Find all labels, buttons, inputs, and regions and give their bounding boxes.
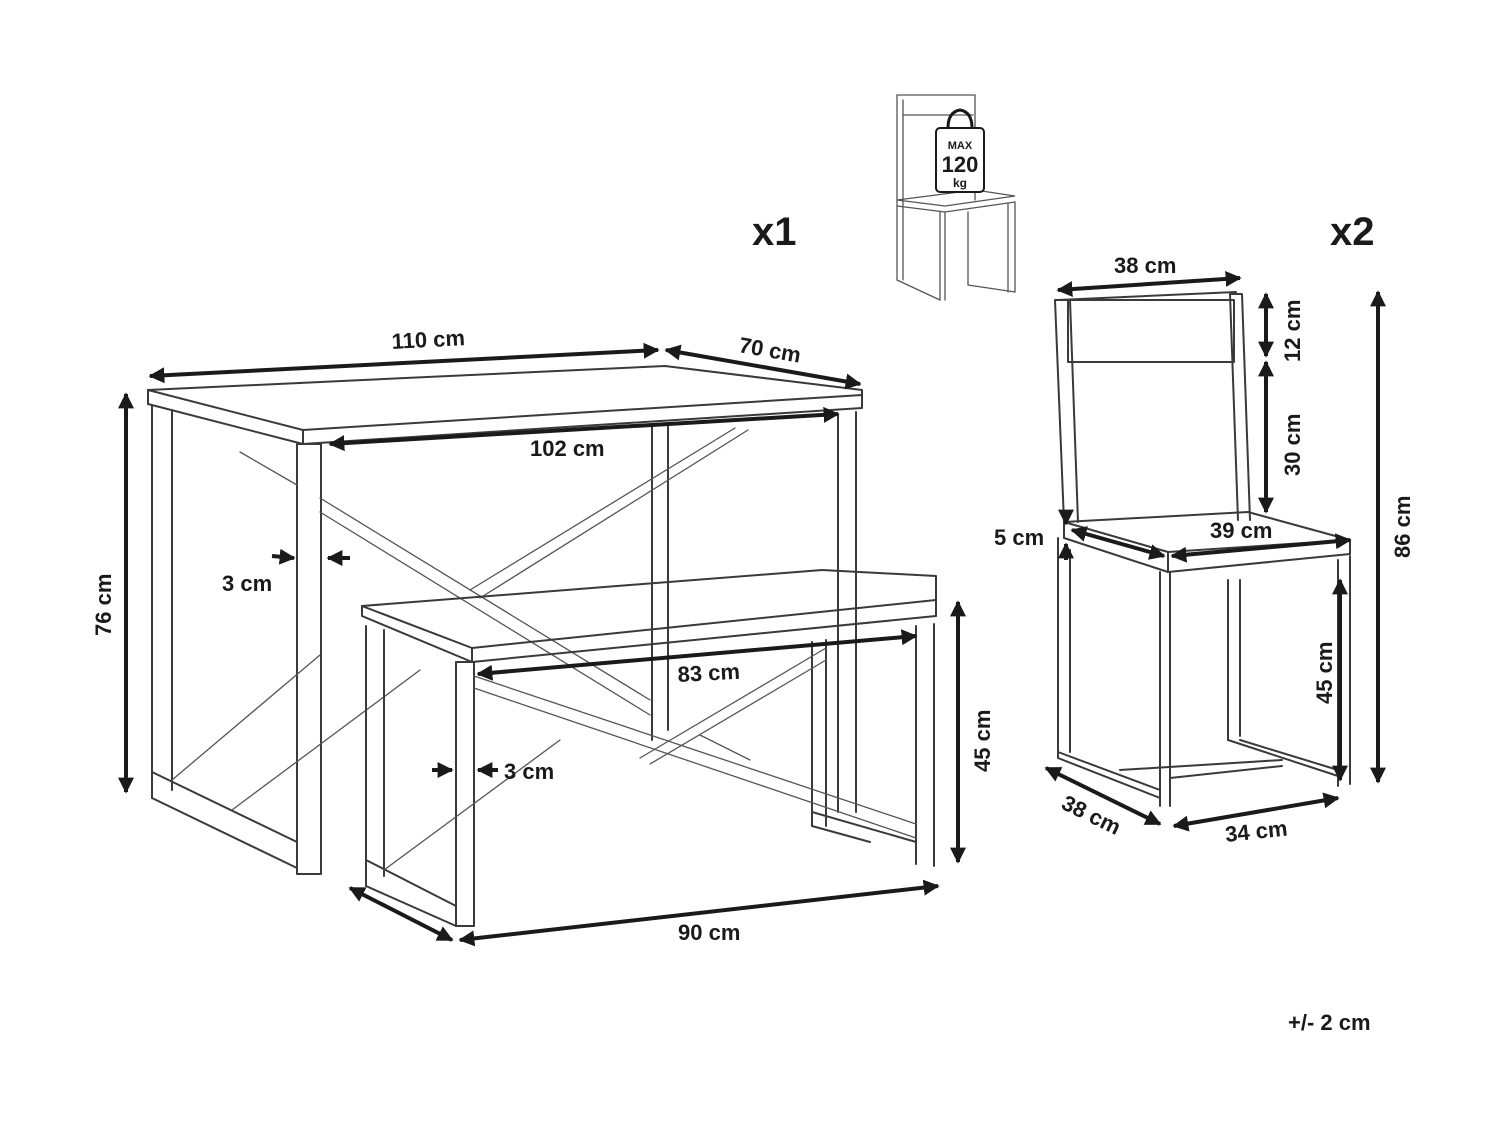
weight-unit: kg xyxy=(953,176,967,190)
chair-back-gap-label: 30 cm xyxy=(1280,414,1305,476)
chair-back-width-label: 38 cm xyxy=(1114,253,1176,278)
dimension-lines xyxy=(118,270,1386,947)
weight-value: 120 xyxy=(942,152,979,177)
table-set-quantity: x1 xyxy=(752,210,797,254)
chair-back-top-label: 12 cm xyxy=(1280,300,1305,362)
bench-leg-label: 3 cm xyxy=(504,759,554,784)
table-inner-width-label: 102 cm xyxy=(530,436,605,461)
table-drawing xyxy=(147,365,863,875)
bench-width-label: 90 cm xyxy=(678,920,740,945)
weight-capacity-chair-icon: MAX 120 kg xyxy=(896,94,1016,301)
table-width-label: 110 cm xyxy=(391,325,466,354)
chair-drawing xyxy=(1054,291,1351,807)
chair-seat-thickness-label: 5 cm xyxy=(994,525,1044,550)
chair-base-width-label: 34 cm xyxy=(1224,816,1289,847)
tolerance-note: +/- 2 cm xyxy=(1288,1010,1371,1035)
chair-total-height-label: 86 cm xyxy=(1390,496,1415,558)
chair-base-depth-label: 38 cm xyxy=(1058,790,1125,840)
chair-seat-height-label: 45 cm xyxy=(1312,642,1337,704)
chair-seat-width-label: 39 cm xyxy=(1210,518,1272,543)
weight-max-label: MAX xyxy=(948,140,973,152)
table-height-label: 76 cm xyxy=(91,574,116,636)
bench-drawing xyxy=(361,569,937,927)
chair-quantity: x2 xyxy=(1330,210,1375,254)
table-leg-label: 3 cm xyxy=(222,571,272,596)
bench-height-label: 45 cm xyxy=(970,710,995,772)
bench-inner-width-label: 83 cm xyxy=(677,659,741,687)
